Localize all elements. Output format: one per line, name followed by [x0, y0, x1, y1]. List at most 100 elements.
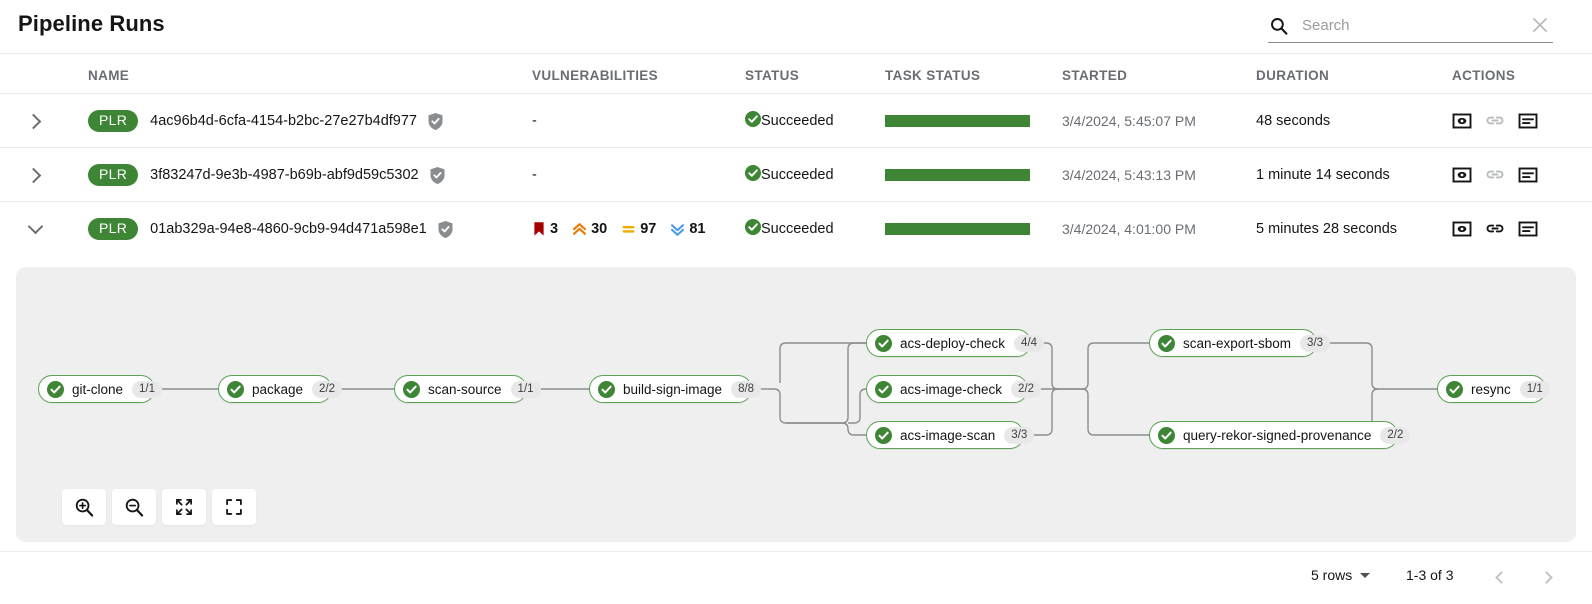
graph-node-count: 3/3: [1300, 334, 1331, 352]
status-label: Succeeded: [761, 167, 834, 183]
check-circle-icon: [745, 110, 761, 132]
logs-icon[interactable]: [1518, 111, 1538, 131]
chevron-right-icon: [1540, 570, 1553, 584]
graph-node-count: 4/4: [1014, 334, 1045, 352]
link-icon[interactable]: [1485, 111, 1505, 131]
check-circle-icon: [875, 334, 892, 352]
task-status-cell: [885, 148, 1030, 202]
vulnerability-critical: 3: [532, 221, 558, 237]
graph-node-scan-source[interactable]: scan-source 1/1: [394, 375, 541, 403]
close-icon[interactable]: [1531, 16, 1549, 34]
pagination-prev-button[interactable]: [1487, 564, 1513, 590]
zoom-out-button[interactable]: [112, 489, 156, 525]
reset-view-button[interactable]: [212, 489, 256, 525]
graph-node-label: acs-deploy-check: [900, 335, 1006, 351]
vulnerability-low: 81: [670, 221, 706, 237]
check-circle-icon: [598, 380, 615, 398]
table-row[interactable]: PLR 3f83247d-9e3b-4987-b69b-abf9d59c5302…: [0, 148, 1592, 202]
vulnerabilities-empty: -: [532, 113, 537, 129]
search-icon: [1270, 17, 1288, 35]
graph-node-query-rekor-signed-provenance[interactable]: query-rekor-signed-provenance 2/2: [1149, 421, 1411, 449]
graph-node-acs-deploy-check[interactable]: acs-deploy-check 4/4: [866, 329, 1045, 357]
vulnerability-low-count: 81: [689, 221, 706, 237]
table-header-row: NAME VULNERABILITIES STATUS TASK STATUS …: [0, 53, 1592, 94]
shield-check-icon: [427, 112, 444, 131]
graph-node-label: resync: [1471, 381, 1511, 397]
duration-cell: 48 seconds: [1256, 94, 1330, 148]
vulnerabilities-cell: 3 30 97 81: [532, 202, 714, 256]
task-progress-bar: [885, 115, 1030, 127]
zoom-in-button[interactable]: [62, 489, 106, 525]
shield-check-icon: [437, 220, 454, 239]
run-name-link[interactable]: 3f83247d-9e3b-4987-b69b-abf9d59c5302: [150, 167, 419, 183]
chevron-right-icon: [25, 167, 41, 183]
graph-node-label: acs-image-check: [900, 381, 1003, 397]
status-label: Succeeded: [761, 221, 834, 237]
graph-node-acs-image-scan[interactable]: acs-image-scan 3/3: [866, 421, 1035, 449]
search-input[interactable]: [1300, 11, 1515, 40]
table-row[interactable]: PLR 4ac96b4d-6cfa-4154-b2bc-27e27b4df977…: [0, 94, 1592, 148]
actions-cell: [1452, 94, 1538, 148]
row-expand-toggle[interactable]: [18, 94, 52, 148]
graph-node-build-sign-image[interactable]: build-sign-image 8/8: [589, 375, 762, 403]
graph-node-acs-image-check[interactable]: acs-image-check 2/2: [866, 375, 1042, 403]
view-output-icon[interactable]: [1452, 111, 1472, 131]
task-progress-fill: [885, 223, 1030, 235]
graph-node-label: scan-source: [428, 381, 502, 397]
task-progress-fill: [885, 115, 1030, 127]
graph-node-count: 3/3: [1004, 426, 1035, 444]
started-cell: 3/4/2024, 4:01:00 PM: [1062, 202, 1196, 256]
table-row[interactable]: PLR 01ab329a-94e8-4860-9cb9-94d471a598e1…: [0, 202, 1592, 256]
graph-node-label: git-clone: [72, 381, 124, 397]
column-header-task-status: TASK STATUS: [885, 68, 981, 83]
graph-node-count: 1/1: [132, 380, 163, 398]
logs-icon[interactable]: [1518, 219, 1538, 239]
started-cell: 3/4/2024, 5:45:07 PM: [1062, 94, 1196, 148]
check-circle-icon: [1158, 334, 1175, 352]
started-timestamp: 3/4/2024, 5:43:13 PM: [1062, 167, 1196, 183]
check-circle-icon: [1446, 380, 1463, 398]
search-box[interactable]: [1268, 11, 1553, 43]
chevron-down-icon: [27, 218, 43, 235]
vulnerability-critical-count: 3: [550, 221, 559, 237]
chevron-double-down-icon: [671, 224, 685, 236]
chevron-left-icon: [1495, 570, 1508, 584]
check-circle-icon: [875, 426, 892, 444]
run-name-link[interactable]: 01ab329a-94e8-4860-9cb9-94d471a598e1: [150, 221, 427, 237]
graph-node-count: 1/1: [1519, 380, 1550, 398]
page-header: Pipeline Runs: [0, 0, 1592, 53]
vulnerabilities-cell: -: [532, 94, 537, 148]
view-output-icon[interactable]: [1452, 165, 1472, 185]
graph-node-git-clone[interactable]: git-clone 1/1: [38, 375, 163, 403]
graph-node-resync[interactable]: resync 1/1: [1437, 375, 1550, 403]
row-expand-toggle[interactable]: [18, 148, 52, 202]
graph-node-package[interactable]: package 2/2: [218, 375, 343, 403]
graph-node-count: 2/2: [312, 380, 343, 398]
rows-per-page-select[interactable]: 5 rows: [1311, 567, 1371, 583]
run-name-link[interactable]: 4ac96b4d-6cfa-4154-b2bc-27e27b4df977: [150, 113, 417, 129]
link-icon[interactable]: [1485, 165, 1505, 185]
logs-icon[interactable]: [1518, 165, 1538, 185]
pagination-next-button[interactable]: [1535, 564, 1561, 590]
duration-label: 1 minute 14 seconds: [1256, 167, 1390, 183]
row-expand-toggle[interactable]: [18, 202, 52, 256]
vulnerability-important: 30: [572, 221, 607, 237]
graph-node-label: scan-export-sbom: [1183, 335, 1292, 351]
graph-controls: [62, 489, 256, 525]
pipeline-graph-panel: git-clone 1/1 package 2/2 scan-source 1/…: [16, 267, 1576, 542]
check-circle-icon: [227, 380, 244, 398]
run-name-cell: PLR 4ac96b4d-6cfa-4154-b2bc-27e27b4df977: [88, 94, 444, 148]
fit-to-screen-button[interactable]: [162, 489, 206, 525]
duration-label: 5 minutes 28 seconds: [1256, 221, 1398, 237]
actions-cell: [1452, 148, 1538, 202]
duration-cell: 5 minutes 28 seconds: [1256, 202, 1397, 256]
view-output-icon[interactable]: [1452, 219, 1472, 239]
task-status-cell: [885, 94, 1030, 148]
status-cell: Succeeded: [745, 94, 834, 148]
link-icon[interactable]: [1485, 219, 1505, 239]
graph-node-scan-export-sbom[interactable]: scan-export-sbom 3/3: [1149, 329, 1331, 357]
check-circle-icon: [403, 380, 420, 398]
duration-label: 48 seconds: [1256, 113, 1331, 129]
graph-node-count: 1/1: [510, 380, 541, 398]
graph-node-label: query-rekor-signed-provenance: [1183, 427, 1372, 443]
